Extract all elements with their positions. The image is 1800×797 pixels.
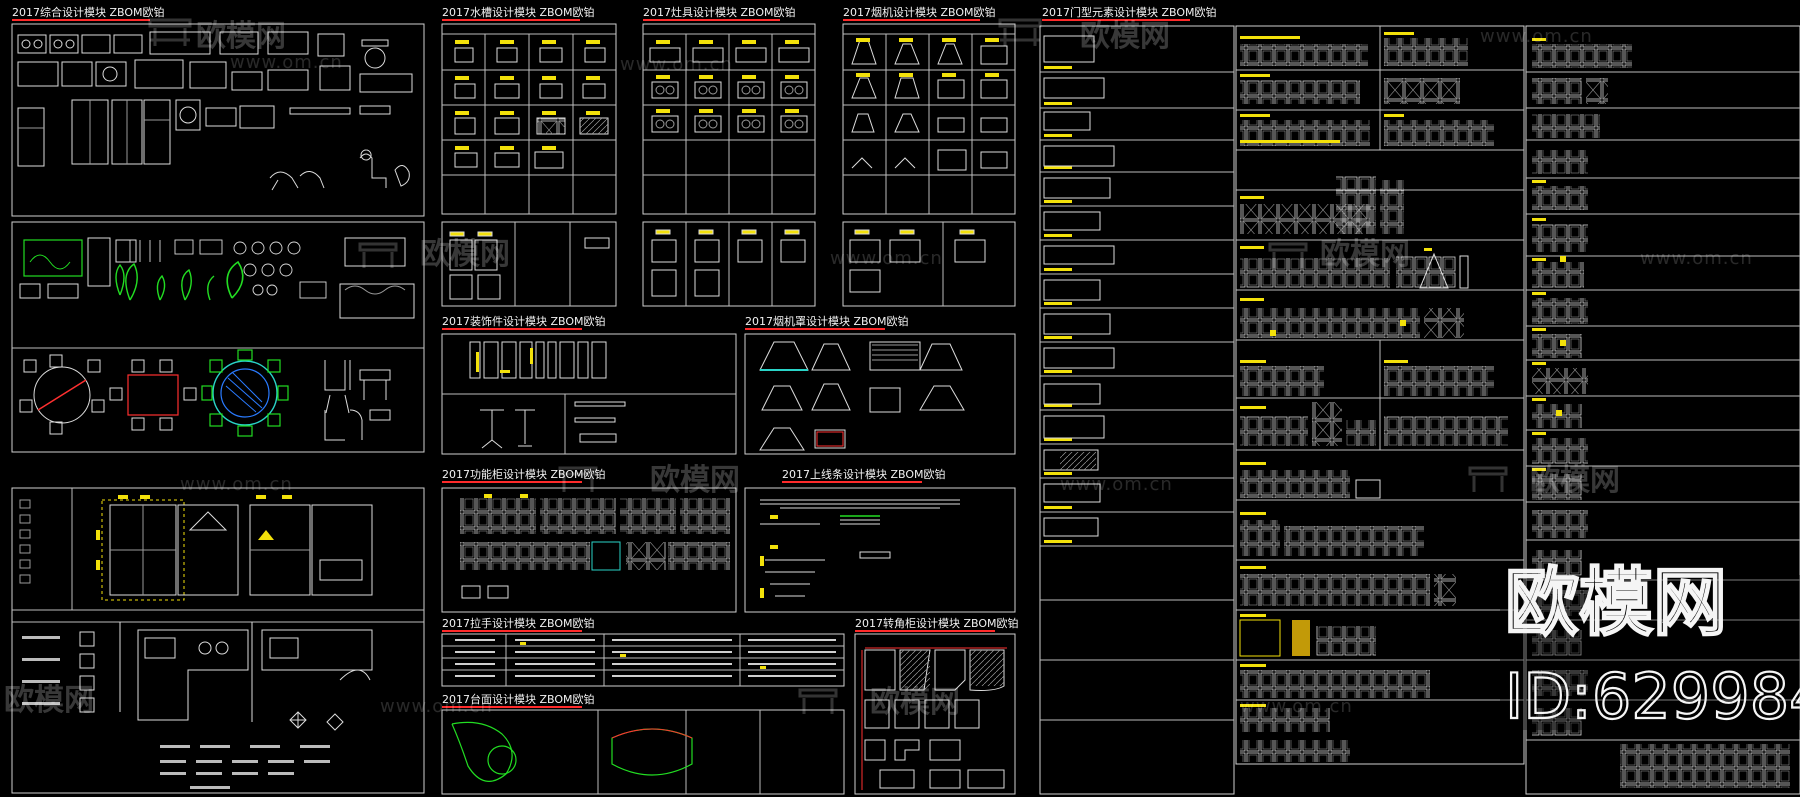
watermark-url: www.om.cn: [380, 696, 493, 717]
panel-countertop-design[interactable]: 2017台面设计模块 ZBOM欧铂: [441, 692, 845, 795]
decor-part-blocks: [469, 341, 626, 449]
watermark-name: 欧模网: [420, 237, 510, 272]
panel-title: 2017台面设计模块 ZBOM欧铂: [442, 692, 595, 706]
watermark-name: 欧模网: [1080, 19, 1170, 54]
brand-name: 欧模网: [1505, 560, 1727, 646]
appliance-blocks: [17, 31, 413, 191]
panel-title: 2017上线条设计模块 ZBOM欧铂: [782, 467, 946, 481]
kitchen-plan-blocks: [22, 622, 373, 789]
watermark-name: 欧模网: [650, 463, 740, 498]
hood-blocks: [851, 38, 1008, 171]
watermark-logo-icon: www.om.cn 欧模网 www.om.cn: [180, 463, 1173, 498]
panel-title: 2017拉手设计模块 ZBOM欧铂: [442, 616, 595, 630]
watermark-name: 欧模网: [1320, 237, 1410, 272]
door-elevation-blocks: [1239, 32, 1508, 762]
watermark-logo-icon: 欧模网 www.om.cn: [358, 237, 943, 272]
watermark-logo-icon: 欧模网 www.om.cn: [1268, 237, 1753, 272]
watermark-url: www.om.cn: [830, 248, 943, 269]
watermark-name: 欧模网: [196, 19, 286, 54]
hood-cover-blocks: [759, 341, 965, 451]
watermark-url: www.om.cn: [230, 52, 343, 73]
panel-corner-cabinet-design[interactable]: 2017转角柜设计模块 ZBOM欧铂: [854, 616, 1019, 795]
panel-title: 2017功能柜设计模块 ZBOM欧铂: [442, 467, 606, 481]
watermark-url: www.om.cn: [620, 54, 733, 75]
watermark-overlay: 欧模网 www.om.cn 欧模网 www.om.cn www.om.cn 欧模…: [4, 18, 1753, 720]
brand-id: ID:629984: [1505, 660, 1800, 733]
panel-title: 2017装饰件设计模块 ZBOM欧铂: [442, 314, 606, 328]
sink-cabinet-blocks: [449, 231, 610, 300]
oven-blocks: [651, 229, 806, 297]
panel-function-cabinet-design[interactable]: 2017功能柜设计模块 ZBOM欧铂: [441, 467, 737, 613]
panel-title: 2017烟机设计模块 ZBOM欧铂: [843, 5, 996, 19]
panel-top-molding-design[interactable]: 2017上线条设计模块 ZBOM欧铂: [744, 467, 1016, 613]
watermark-url: www.om.cn: [1640, 248, 1753, 269]
watermark-name: 欧模网: [1530, 463, 1620, 498]
stove-blocks: [649, 40, 810, 133]
panel-title: 2017灶具设计模块 ZBOM欧铂: [643, 5, 796, 19]
watermark-url: www.om.cn: [180, 474, 293, 495]
panel-decor-parts-design[interactable]: 2017装饰件设计模块 ZBOM欧铂: [441, 314, 737, 455]
panel-title: 2017转角柜设计模块 ZBOM欧铂: [855, 616, 1019, 630]
door-profile-blocks: [1043, 35, 1115, 543]
watermark-logo-icon: www.om.cn www.om.cn: [620, 26, 1593, 75]
panel-hood-cover-design[interactable]: 2017烟机罩设计模块 ZBOM欧铂: [744, 314, 1016, 455]
panel-door-style-design[interactable]: 2017门型元素设计模块 ZBOM欧铂: [1039, 5, 1800, 795]
watermark-logo-icon: 欧模网 www.om.cn: [148, 18, 343, 73]
watermark-url: www.om.cn: [1060, 474, 1173, 495]
watermark-logo-icon: 欧模网: [998, 18, 1170, 54]
panel-title: 2017综合设计模块 ZBOM欧铂: [12, 5, 165, 19]
panel-general-design[interactable]: 2017综合设计模块 ZBOM欧铂: [11, 5, 425, 794]
door-panel-blocks: [1532, 38, 1790, 788]
panel-title: 2017烟机罩设计模块 ZBOM欧铂: [745, 314, 909, 328]
watermark-url: www.om.cn: [1240, 696, 1353, 717]
hood-side-blocks: [849, 229, 986, 293]
molding-blocks: [760, 499, 960, 597]
watermark-name: 欧模网: [4, 683, 94, 718]
dining-table-blocks: [19, 349, 391, 441]
panel-stove-design[interactable]: 2017灶具设计模块 ZBOM欧铂: [642, 5, 816, 307]
watermark-logo-icon: 欧模网: [1468, 463, 1620, 498]
sink-blocks: [454, 40, 609, 169]
handle-blocks: [455, 639, 836, 677]
watermark-url: www.om.cn: [1480, 26, 1593, 47]
panel-range-hood-design[interactable]: 2017烟机设计模块 ZBOM欧铂: [842, 5, 1016, 307]
panel-sink-design[interactable]: 2017水槽设计模块 ZBOM欧铂: [441, 5, 617, 307]
watermark-name: 欧模网: [870, 685, 960, 720]
panel-title: 2017水槽设计模块 ZBOM欧铂: [442, 5, 595, 19]
panel-handle-design[interactable]: 2017拉手设计模块 ZBOM欧铂: [441, 616, 845, 687]
watermark-logo-icon: 欧模网 www.om.cn 欧模网 www.om.cn: [4, 683, 1353, 720]
panel-title: 2017门型元素设计模块 ZBOM欧铂: [1042, 5, 1217, 19]
brand-watermark: 欧模网 ID:629984: [1500, 559, 1800, 734]
decoration-plant-blocks: [19, 237, 415, 319]
kitchen-elevation-blocks: [19, 495, 373, 601]
